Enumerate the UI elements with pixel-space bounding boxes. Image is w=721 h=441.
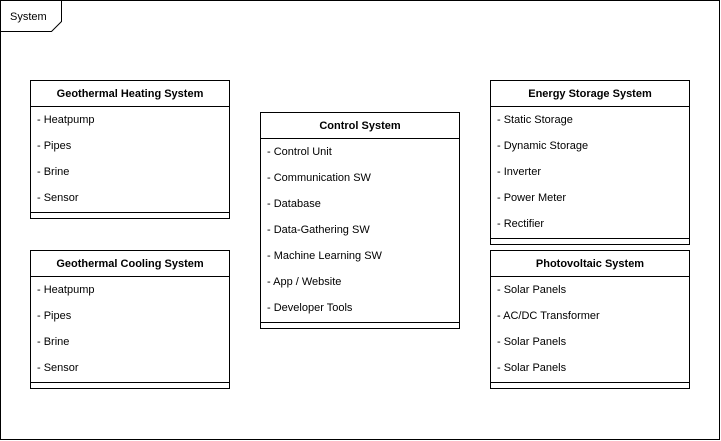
- class-attributes: - Control Unit - Communication SW - Data…: [261, 139, 459, 322]
- class-attribute: - Control Unit: [267, 146, 332, 158]
- class-attribute: - Sensor: [37, 362, 79, 374]
- class-attribute: - Machine Learning SW: [267, 250, 382, 262]
- class-attribute: - Pipes: [37, 310, 72, 322]
- geothermal-cooling-class[interactable]: Geothermal Cooling System - Heatpump - P…: [30, 250, 230, 389]
- class-attributes: - Static Storage - Dynamic Storage - Inv…: [491, 107, 689, 238]
- photovoltaic-class[interactable]: Photovoltaic System - Solar Panels - AC/…: [490, 250, 690, 389]
- class-title: Geothermal Cooling System: [31, 251, 229, 277]
- class-attribute: - Power Meter: [497, 192, 567, 204]
- class-attribute: - Brine: [37, 336, 70, 348]
- energy-storage-class[interactable]: Energy Storage System - Static Storage -…: [490, 80, 690, 245]
- class-attribute: - Static Storage: [497, 114, 573, 126]
- class-attribute: - Brine: [37, 166, 70, 178]
- class-title: Energy Storage System: [491, 81, 689, 107]
- class-operations-divider: [491, 382, 689, 388]
- class-operations-divider: [261, 322, 459, 328]
- class-attribute: - Database: [267, 198, 321, 210]
- class-attribute: - Pipes: [37, 140, 72, 152]
- frame-label: System: [10, 11, 47, 23]
- class-attribute: - Developer Tools: [267, 302, 353, 314]
- class-attribute: - Heatpump: [37, 284, 95, 296]
- class-attributes: - Heatpump - Pipes - Brine - Sensor: [31, 107, 229, 212]
- frame-tab: [1, 1, 62, 32]
- class-attribute: - Heatpump: [37, 114, 95, 126]
- class-operations-divider: [31, 212, 229, 218]
- class-attribute: - Solar Panels: [497, 336, 567, 348]
- geothermal-heating-class[interactable]: Geothermal Heating System - Heatpump - P…: [30, 80, 230, 219]
- class-title: Control System: [261, 113, 459, 139]
- class-attribute: - Dynamic Storage: [497, 140, 589, 152]
- control-system-class[interactable]: Control System - Control Unit - Communic…: [260, 112, 460, 329]
- class-attribute: - Data-Gathering SW: [267, 224, 370, 236]
- class-attribute: - Communication SW: [267, 172, 371, 184]
- class-attributes: - Heatpump - Pipes - Brine - Sensor: [31, 277, 229, 382]
- class-attribute: - Inverter: [497, 166, 542, 178]
- class-attribute: - App / Website: [267, 276, 342, 288]
- class-attribute: - AC/DC Transformer: [497, 310, 600, 322]
- class-attribute: - Sensor: [37, 192, 79, 204]
- class-operations-divider: [491, 238, 689, 244]
- class-attribute: - Solar Panels: [497, 284, 567, 296]
- class-attributes: - Solar Panels - AC/DC Transformer - Sol…: [491, 277, 689, 382]
- class-title: Photovoltaic System: [491, 251, 689, 277]
- class-attribute: - Solar Panels: [497, 362, 567, 374]
- class-title: Geothermal Heating System: [31, 81, 229, 107]
- class-operations-divider: [31, 382, 229, 388]
- class-attribute: - Rectifier: [497, 218, 545, 230]
